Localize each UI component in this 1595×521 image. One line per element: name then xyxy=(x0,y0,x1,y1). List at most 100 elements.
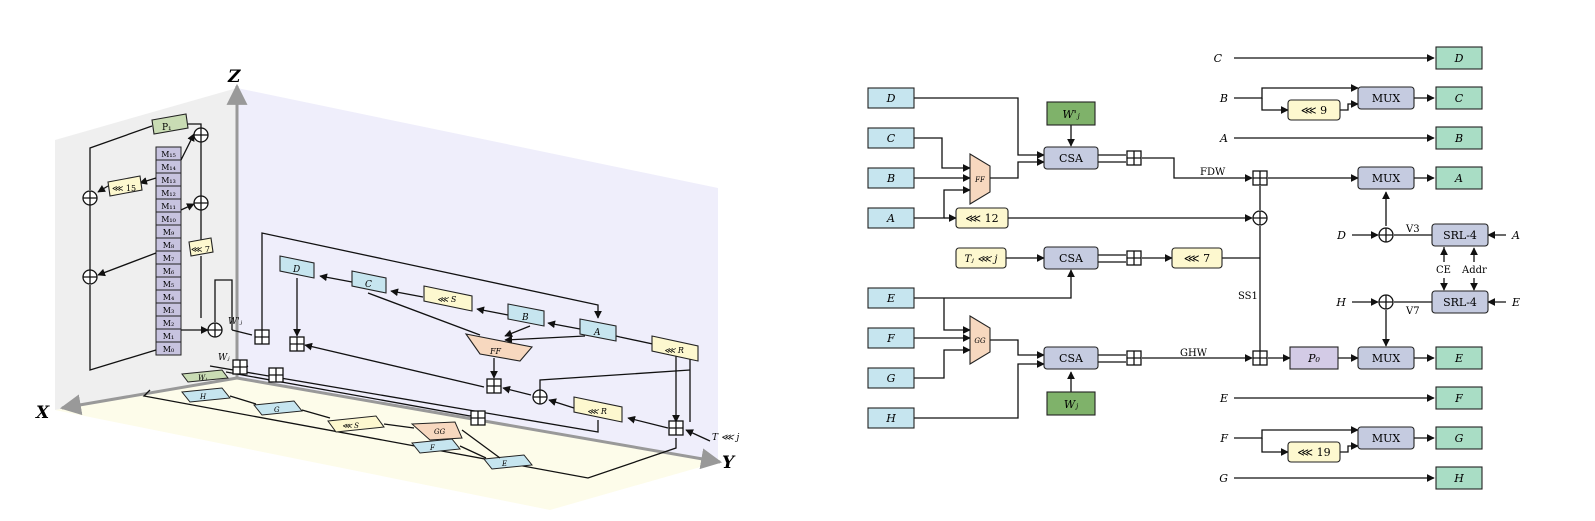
svg-text:⋘ 7: ⋘ 7 xyxy=(191,245,210,254)
svg-text:G: G xyxy=(887,372,896,385)
register-label: M₂ xyxy=(163,319,174,328)
svg-text:⋘ 19: ⋘ 19 xyxy=(1297,446,1330,459)
input-f: F xyxy=(867,327,915,349)
csa-block-2: CSA xyxy=(1043,246,1099,270)
svg-text:GG: GG xyxy=(974,337,986,345)
register-label: M₁₀ xyxy=(161,215,176,224)
wj-prime-block: W'ⱼ xyxy=(1046,101,1096,126)
ff-function-block: FF xyxy=(969,153,991,205)
rot7-block: ⋘ 7 xyxy=(188,237,214,257)
block-c: C xyxy=(351,270,387,294)
register-cell: M₁₀ xyxy=(155,211,182,226)
schematic-figure: D C B A E F G H FF GG CSA CSA CSA W'ⱼ Wⱼ… xyxy=(867,46,1520,490)
register-cell: M₁₅ xyxy=(155,146,182,161)
svg-text:CSA: CSA xyxy=(1059,152,1084,165)
register-cell: M₀ xyxy=(155,341,182,356)
ss1-label: SS1 xyxy=(1238,291,1258,302)
block-rot-r2: ⋘ R xyxy=(573,396,623,423)
tj-rot-block: Tⱼ ⋘ j xyxy=(955,247,1007,269)
output-h: H xyxy=(1435,466,1483,490)
output-g: G xyxy=(1435,426,1483,450)
register-label: M₆ xyxy=(163,267,174,276)
input-h: H xyxy=(867,407,915,429)
svg-text:F: F xyxy=(1454,392,1463,405)
input-a: A xyxy=(867,207,915,229)
register-label: M₄ xyxy=(163,293,174,302)
rot12-block: ⋘ 12 xyxy=(955,207,1009,229)
wire-label-g: G xyxy=(1219,472,1228,485)
svg-text:D: D xyxy=(1454,52,1464,65)
wire-label-d: D xyxy=(1336,229,1346,242)
ce-label: CE xyxy=(1436,265,1451,276)
wj-block: Wⱼ xyxy=(1046,391,1096,416)
svg-text:C: C xyxy=(1455,92,1464,105)
svg-text:FF: FF xyxy=(489,347,502,356)
svg-text:E: E xyxy=(886,292,895,305)
register-cell: M₆ xyxy=(155,263,182,278)
svg-text:⋘ S: ⋘ S xyxy=(437,295,457,304)
mux-block-e: MUX xyxy=(1357,346,1415,370)
register-cell: M₇ xyxy=(155,250,182,265)
svg-text:⋘ 7: ⋘ 7 xyxy=(1184,252,1210,265)
svg-text:⋘ R: ⋘ R xyxy=(587,407,607,416)
fdw-label: FDW xyxy=(1200,167,1226,178)
y-axis-label: Y xyxy=(722,453,736,473)
svg-text:D: D xyxy=(886,92,896,105)
v3-label: V3 xyxy=(1405,224,1420,235)
register-cell: M₈ xyxy=(155,237,182,252)
register-cell: M₃ xyxy=(155,302,182,317)
svg-text:MUX: MUX xyxy=(1372,432,1401,445)
input-b: B xyxy=(867,167,915,189)
xy-back-wall xyxy=(237,88,718,462)
input-c: C xyxy=(867,127,915,149)
block-b: B xyxy=(507,303,545,327)
svg-text:P₀: P₀ xyxy=(1307,352,1320,365)
svg-text:SRL-4: SRL-4 xyxy=(1443,229,1477,242)
register-cell: M₅ xyxy=(155,276,182,291)
output-d: D xyxy=(1435,46,1483,70)
svg-text:E: E xyxy=(501,460,507,468)
addr-label: Addr xyxy=(1461,265,1487,276)
block-rot-s: ⋘ S xyxy=(423,285,473,312)
svg-text:⋘ 15: ⋘ 15 xyxy=(112,184,136,193)
svg-text:⋘ R: ⋘ R xyxy=(664,346,684,355)
ghw-label: GHW xyxy=(1180,348,1208,359)
mux-block-c: MUX xyxy=(1357,86,1415,110)
wire-label-b: B xyxy=(1219,92,1228,105)
svg-text:P₁: P₁ xyxy=(162,123,172,133)
svg-text:G: G xyxy=(274,406,280,414)
svg-text:C: C xyxy=(365,280,372,290)
wire-label-a: A xyxy=(1219,132,1228,145)
output-b: B xyxy=(1435,126,1483,150)
svg-text:B: B xyxy=(886,172,895,185)
svg-text:A: A xyxy=(1454,172,1463,185)
output-e: E xyxy=(1435,346,1483,370)
register-label: M₁₂ xyxy=(161,189,176,198)
register-label: M₁ xyxy=(163,332,174,341)
register-cell: M₁₂ xyxy=(155,185,182,200)
srl-input-a: A xyxy=(1511,229,1520,242)
floor-blocks: Wⱼ H G ⋘ S GG F E xyxy=(181,359,533,470)
block-a: A xyxy=(579,318,617,342)
output-c: C xyxy=(1435,86,1483,110)
tj-label: T ⋘ j xyxy=(712,433,740,443)
register-cell: M₁ xyxy=(155,328,182,343)
svg-text:W'ⱼ: W'ⱼ xyxy=(1062,108,1079,121)
rot19-block: ⋘ 19 xyxy=(1287,441,1341,463)
register-cell: M₁₄ xyxy=(155,159,182,174)
svg-text:⋘ 12: ⋘ 12 xyxy=(965,212,998,225)
floor-wj-label: Wⱼ xyxy=(198,374,207,382)
register-label: M₀ xyxy=(163,345,174,354)
register-label: M₁₃ xyxy=(161,176,176,185)
input-d: D xyxy=(867,87,915,109)
input-e: E xyxy=(867,287,915,309)
register-label: M₃ xyxy=(163,306,174,315)
svg-text:MUX: MUX xyxy=(1372,92,1401,105)
register-label: M₅ xyxy=(163,280,174,289)
svg-text:C: C xyxy=(887,132,896,145)
block-rot-r: ⋘ R xyxy=(651,335,699,362)
register-cell: M₄ xyxy=(155,289,182,304)
wj-label: Wⱼ xyxy=(218,353,230,363)
